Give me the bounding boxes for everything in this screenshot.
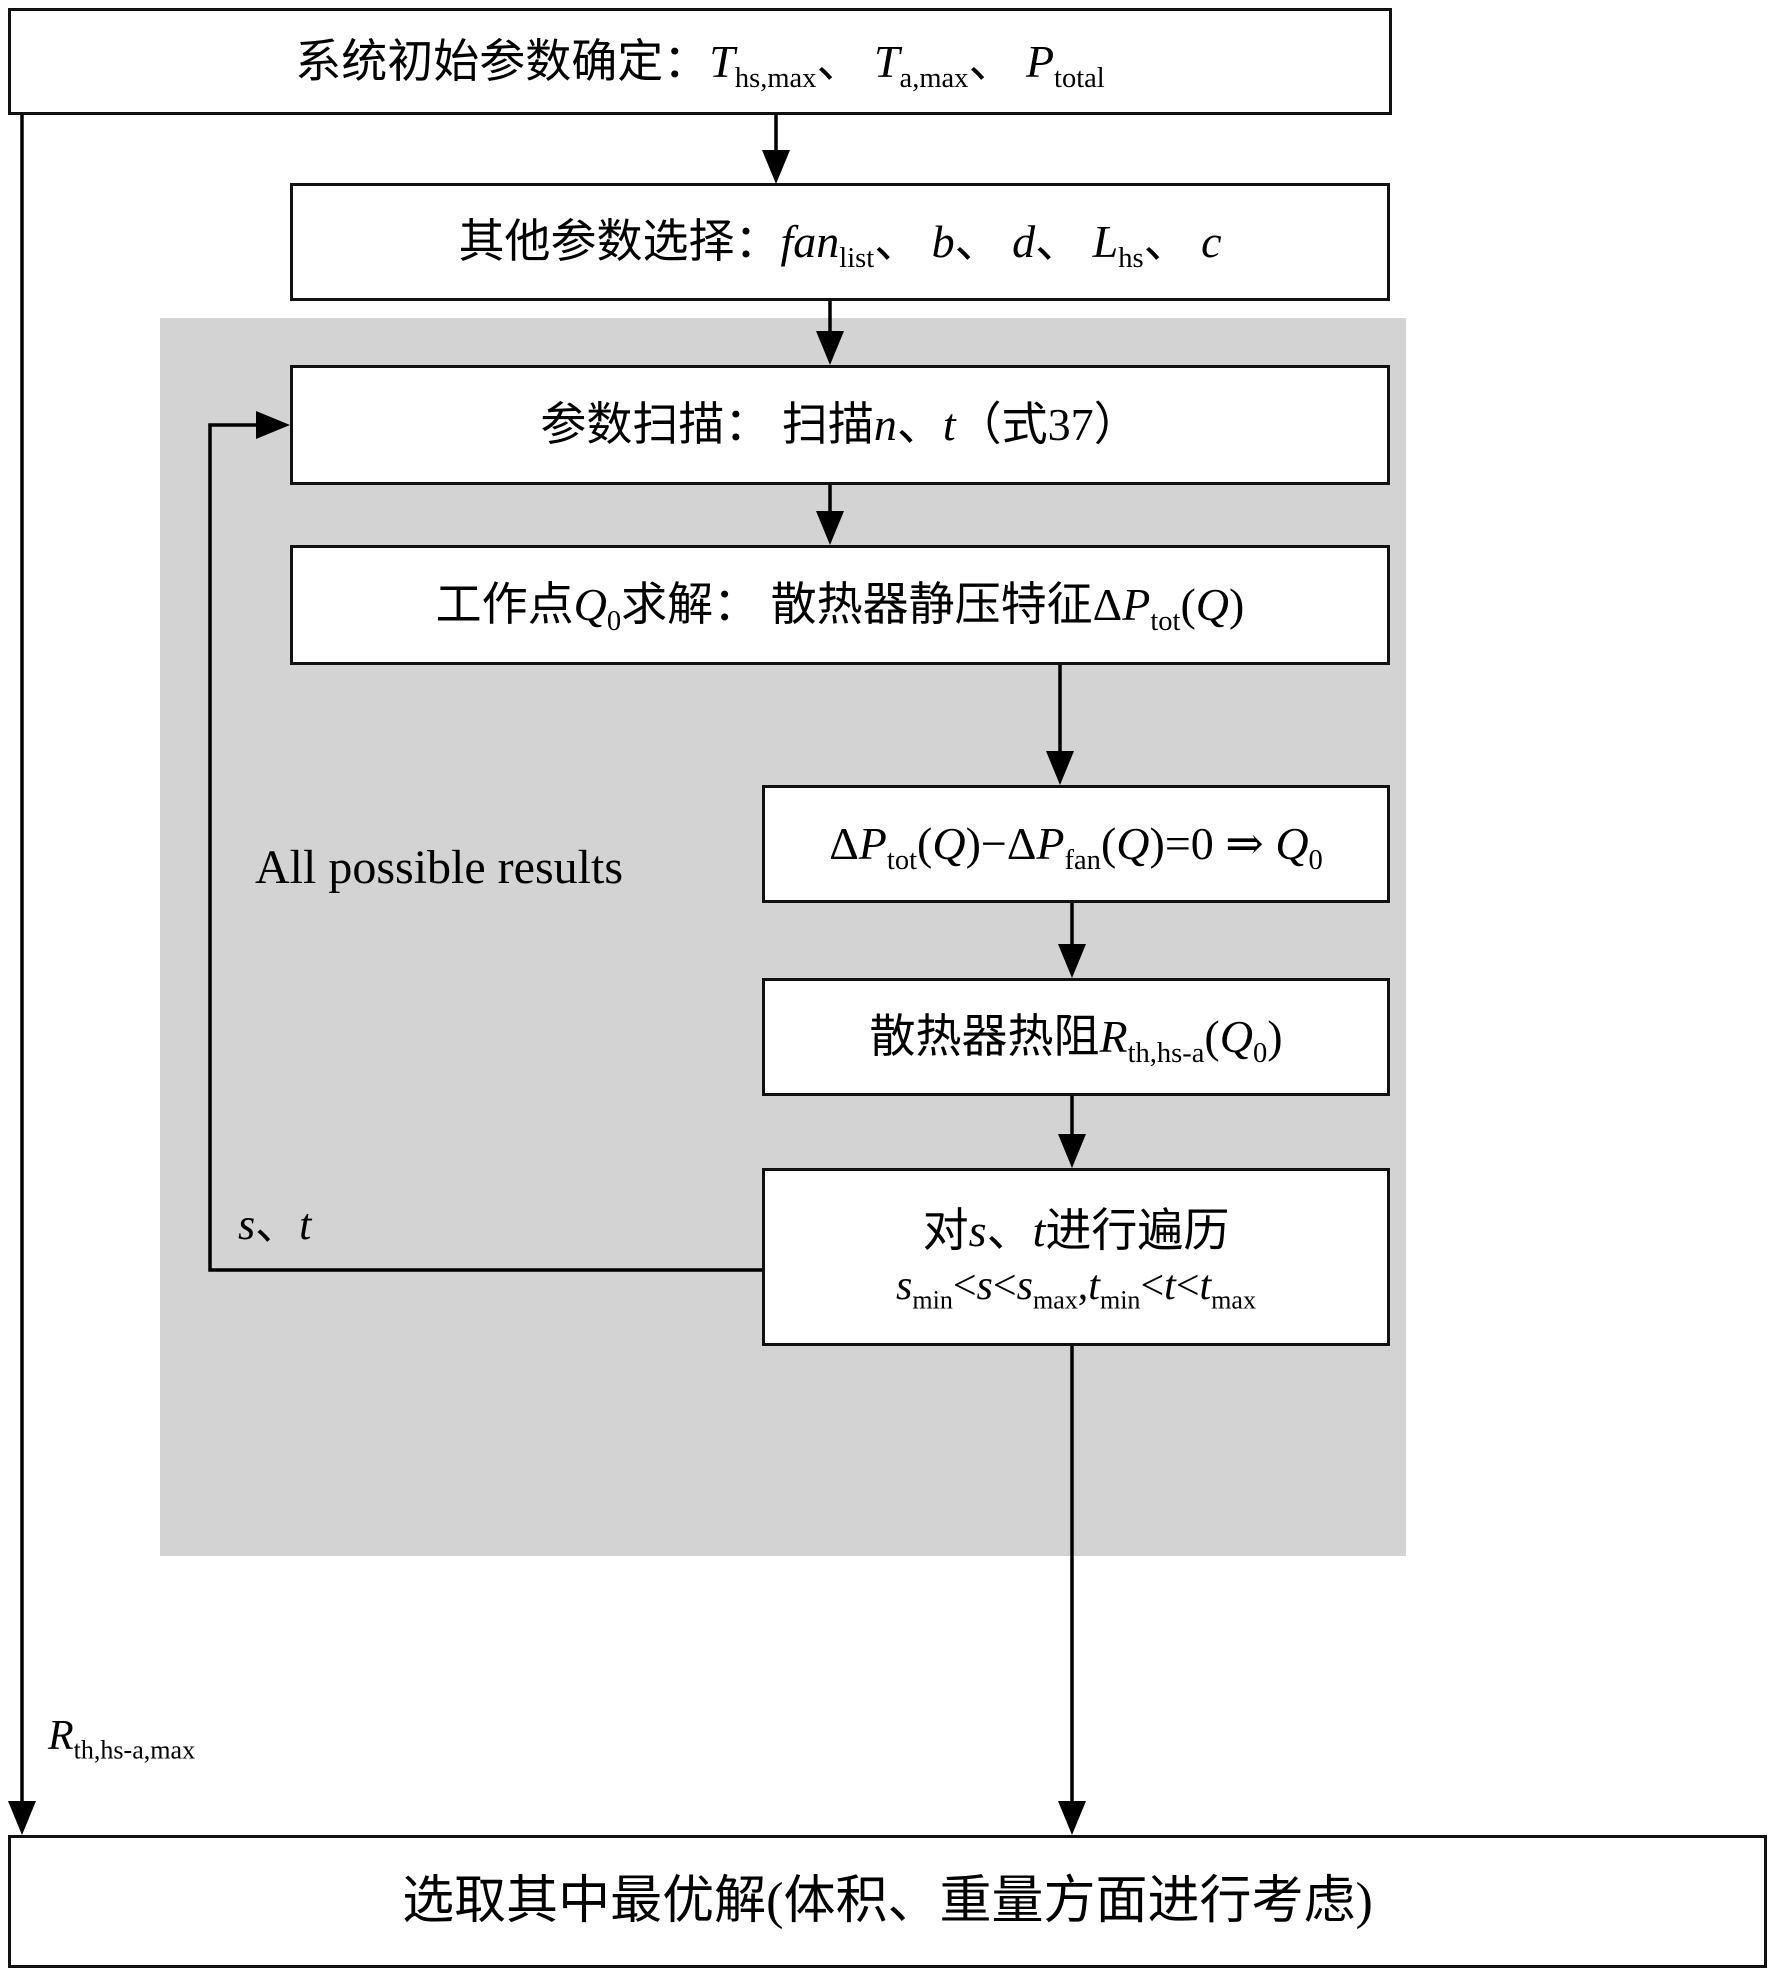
arrow-other-to-sweep xyxy=(816,301,844,365)
arrow-operating-to-balance xyxy=(1046,665,1074,785)
box-pressure-balance: ΔPtot(Q)−ΔPfan(Q)=0 ⇒ Q0 xyxy=(762,785,1390,903)
label-rth-max: Rth,hs-a,max xyxy=(48,1713,196,1765)
box-initial-params: 系统初始参数确定：Ths,max、 Ta,max、 Ptotal xyxy=(8,8,1392,115)
box-param-sweep: 参数扫描： 扫描n、t（式37） xyxy=(290,365,1390,485)
box-traverse-st: 对s、t进行遍历 smin<s<smax,tmin<t<tmax xyxy=(762,1168,1390,1346)
arrow-sweep-to-operating xyxy=(816,485,844,545)
box-traverse-st-line2: smin<s<smax,tmin<t<tmax xyxy=(896,1262,1256,1314)
loop-region-background xyxy=(160,318,1406,1556)
box-traverse-st-line1: 对s、t进行遍历 xyxy=(922,1205,1230,1256)
label-all-possible-results: All possible results xyxy=(255,841,623,894)
box-thermal-resistance: 散热器热阻Rth,hs-a(Q0) xyxy=(762,978,1390,1096)
arrow-traverse-to-final xyxy=(1058,1346,1086,1835)
line-rth-feedback xyxy=(8,115,36,1835)
box-operating-point: 工作点Q0求解： 散热器静压特征ΔPtot(Q) xyxy=(290,545,1390,665)
box-other-params-text: 其他参数选择：fanlist、 b、 d、 Lhs、 c xyxy=(458,216,1222,275)
arrow-initial-to-other xyxy=(762,115,790,184)
box-final-selection: 选取其中最优解(体积、重量方面进行考虑) xyxy=(8,1835,1767,1968)
label-loop-vars: s、t xyxy=(238,1200,312,1249)
box-thermal-resistance-text: 散热器热阻Rth,hs-a(Q0) xyxy=(869,1011,1283,1070)
box-final-selection-text: 选取其中最优解(体积、重量方面进行考虑) xyxy=(402,1873,1373,1930)
arrow-balance-to-resistance xyxy=(1058,903,1086,978)
box-other-params: 其他参数选择：fanlist、 b、 d、 Lhs、 c xyxy=(290,183,1390,301)
box-param-sweep-text: 参数扫描： 扫描n、t（式37） xyxy=(540,399,1140,451)
arrow-resistance-to-traverse xyxy=(1058,1096,1086,1168)
box-operating-point-text: 工作点Q0求解： 散热器静压特征ΔPtot(Q) xyxy=(435,579,1245,638)
box-pressure-balance-text: ΔPtot(Q)−ΔPfan(Q)=0 ⇒ Q0 xyxy=(829,818,1323,877)
box-initial-params-text: 系统初始参数确定：Ths,max、 Ta,max、 Ptotal xyxy=(295,35,1105,94)
loop-traverse-to-sweep xyxy=(208,411,762,1272)
